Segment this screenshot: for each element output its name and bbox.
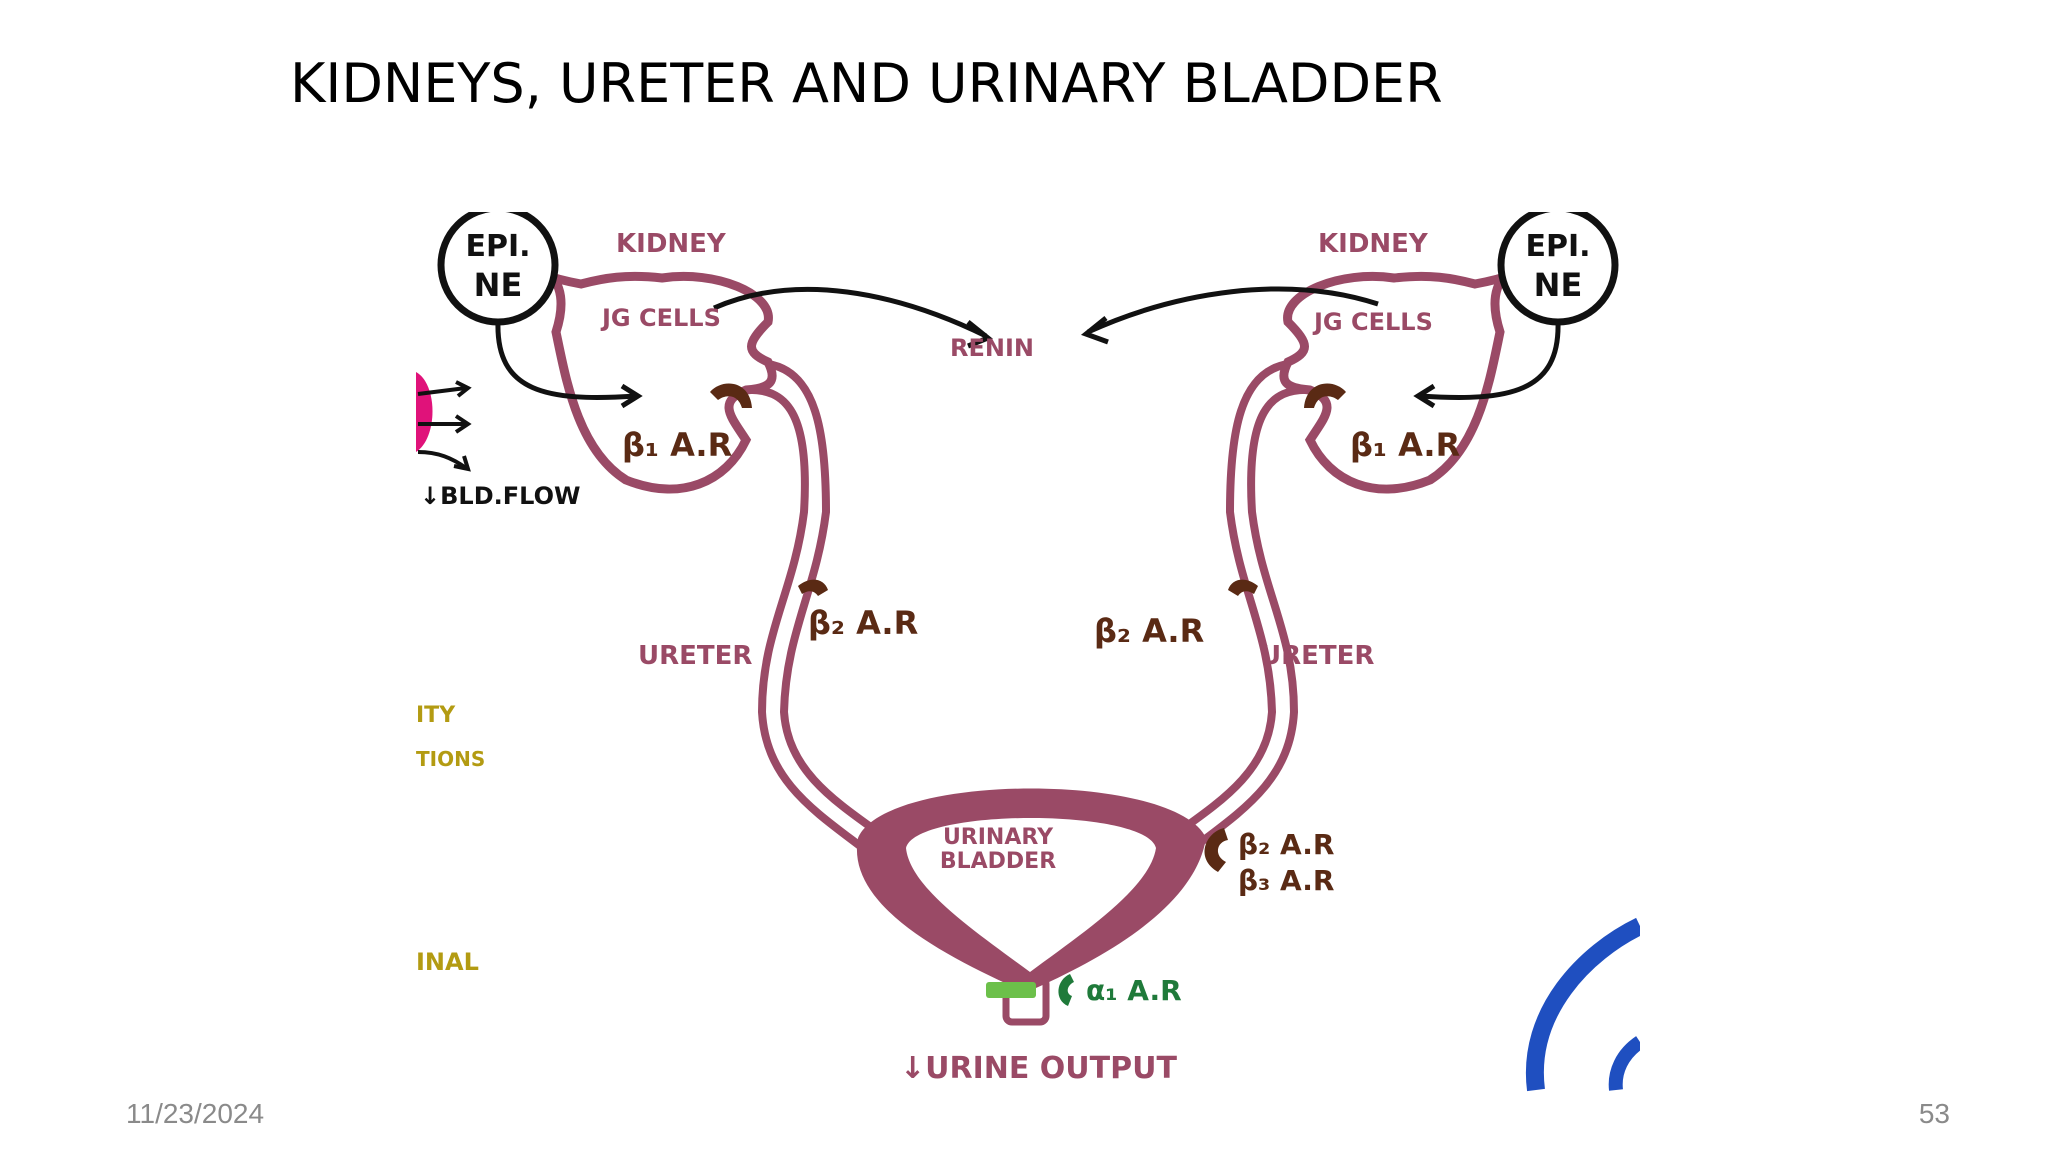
left-ureter-tube [745, 360, 889, 856]
right-jg-label: JG CELLS [1312, 308, 1433, 336]
urethra [1002, 974, 1050, 1026]
bladder-b2-label: β₂ A.R [1238, 828, 1334, 861]
urinary-bladder [856, 788, 1206, 988]
bladder-label-line2: BLADDER [940, 849, 1056, 874]
right-b2-label: β₂ A.R [1094, 612, 1204, 650]
blood-flow-arrows [417, 380, 472, 472]
black-arrows [495, 286, 1561, 409]
left-ne-label: NE [474, 266, 523, 304]
footer-page-number: 53 [1918, 1098, 1950, 1129]
receptor-shapes [710, 383, 1346, 872]
bladder-label-line1: URINARY [943, 825, 1054, 850]
footer-date: 11/23/2024 [126, 1098, 265, 1129]
cropped-blue-stroke [1525, 917, 1640, 1092]
right-ureter-label: URETER [1260, 641, 1374, 671]
left-kidney-label: KIDNEY [616, 229, 727, 259]
left-b2-label: β₂ A.R [808, 604, 918, 642]
cropped-vessel-shape [416, 372, 433, 452]
urine-output-label: ↓URINE OUTPUT [900, 1051, 1177, 1086]
right-kidney-label: KIDNEY [1318, 229, 1429, 259]
right-b1-label: β₁ A.R [1350, 426, 1460, 464]
left-b1-label: β₁ A.R [622, 426, 732, 464]
right-kidney [1279, 271, 1507, 494]
right-ureter-tube [1167, 360, 1311, 856]
slide-title: KIDNEYS, URETER AND URINARY BLADDER [290, 52, 1443, 115]
alpha-sphincter-band [986, 982, 1036, 998]
renin-label: RENIN [950, 334, 1034, 362]
left-kidney [549, 271, 777, 494]
right-epi-label: EPI. [1525, 229, 1590, 264]
left-ureter-label: URETER [638, 641, 752, 671]
cropped-ity-label: ITY [416, 703, 456, 728]
right-ne-label: NE [1534, 266, 1583, 304]
left-jg-label: JG CELLS [600, 304, 721, 332]
alpha1-label: α₁ A.R [1086, 974, 1182, 1007]
cropped-blue-stroke-2 [1608, 1036, 1640, 1091]
bladder-b3-label: β₃ A.R [1238, 864, 1334, 897]
left-epi-label: EPI. [465, 229, 530, 264]
blood-flow-label: ↓BLD.FLOW [420, 482, 580, 510]
cropped-inal-label: INAL [416, 948, 479, 976]
kidney-ureter-bladder-diagram: EPI. NE EPI. NE KIDNEY KIDNEY JG CELLS J… [416, 212, 1640, 1092]
alpha-receptor [1058, 974, 1074, 1006]
diagram-canvas: EPI. NE EPI. NE KIDNEY KIDNEY JG CELLS J… [416, 212, 1640, 1092]
cropped-tions-label: TIONS [416, 747, 485, 771]
